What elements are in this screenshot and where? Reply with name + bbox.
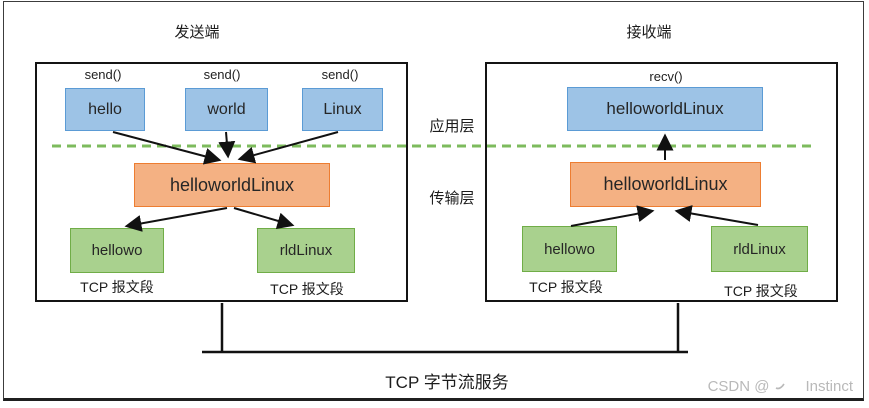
sender-transport-buffer: helloworldLinux (134, 163, 330, 207)
sender-title: 发送端 (174, 24, 220, 41)
sender-app-chunk-linux: Linux (302, 88, 383, 131)
send-call-label-3: send() (321, 67, 359, 82)
send-call-label-1: send() (84, 67, 122, 82)
sender-app-chunk-world: world (185, 88, 268, 131)
receiver-app-buffer: helloworldLinux (567, 87, 763, 131)
recv-call-label: recv() (649, 69, 683, 84)
transport-layer-label: 传输层 (429, 190, 475, 207)
receiver-transport-buffer: helloworldLinux (570, 162, 761, 207)
sender-segment-1-caption: TCP 报文段 (80, 279, 154, 295)
receiver-segment-2: rldLinux (711, 226, 808, 272)
watermark: CSDN @ Instinct (708, 378, 853, 395)
sender-segment-2: rldLinux (257, 228, 355, 273)
sender-panel-box (35, 62, 408, 302)
receiver-segment-2-caption: TCP 报文段 (724, 283, 798, 299)
watermark-name: Instinct (805, 378, 853, 395)
receiver-panel-box (485, 62, 838, 302)
receiver-segment-1-caption: TCP 报文段 (529, 279, 603, 295)
byte-stream-service-label: TCP 字节流服务 (385, 373, 509, 392)
receiver-title: 接收端 (626, 24, 672, 41)
sender-segment-1: hellowo (70, 228, 164, 273)
watermark-prefix: CSDN @ (707, 378, 770, 395)
send-call-label-2: send() (203, 67, 241, 82)
application-layer-label: 应用层 (429, 118, 475, 135)
outer-frame (3, 1, 864, 401)
sender-app-chunk-hello: hello (65, 88, 145, 131)
watermark-glyph (776, 383, 786, 389)
receiver-segment-1: hellowo (522, 226, 617, 272)
sender-segment-2-caption: TCP 报文段 (270, 281, 344, 297)
